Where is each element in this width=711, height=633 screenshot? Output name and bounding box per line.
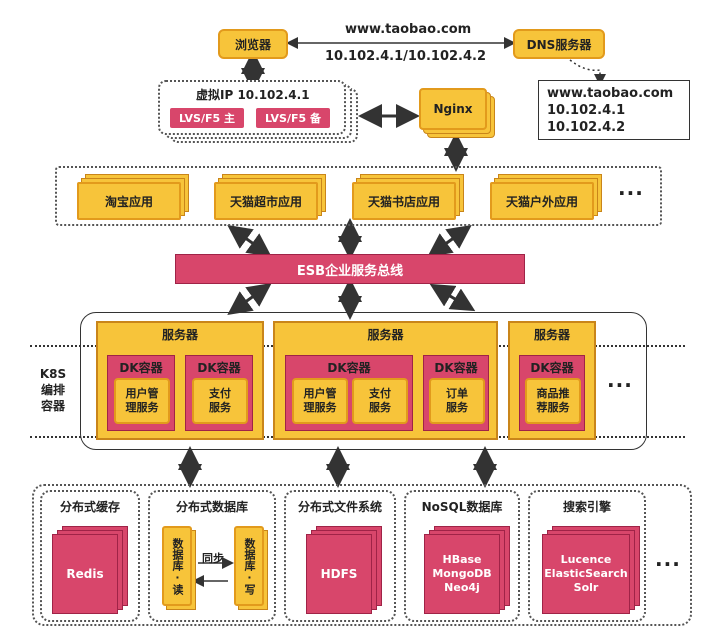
- service-label-line2: 理服务: [303, 401, 337, 414]
- service-label-line1: 用户管: [125, 387, 159, 400]
- server-1-container-2: DK容器 支付 服务: [185, 355, 253, 431]
- container-title: DK容器: [434, 361, 478, 375]
- lucence-label: Lucence: [560, 553, 612, 566]
- k8s-label-line3: 容器: [40, 399, 65, 413]
- service-label-line1: 支付: [369, 387, 391, 400]
- service-label-line1: 订单: [446, 387, 468, 400]
- sync-label: 同步: [202, 552, 224, 565]
- service-label-line1: 商品推: [536, 387, 570, 400]
- service-order: 订单 服务: [429, 378, 485, 424]
- service-label-line2: 服务: [369, 401, 391, 414]
- app-tmall-outdoor: 天猫户外应用: [490, 182, 594, 220]
- search-title: 搜索引擎: [562, 500, 611, 514]
- apps-esb-arrow-right: [427, 224, 472, 258]
- esb-k8s-arrow-right: [429, 283, 476, 312]
- esb-bus: ESB企业服务总线: [175, 254, 525, 284]
- service-payment: 支付 服务: [192, 378, 248, 424]
- lvs-master: LVS/F5 主: [170, 108, 244, 128]
- app-tmall-book-label: 天猫书店应用: [367, 194, 440, 209]
- nosql-node: HBase MongoDB Neo4j: [424, 534, 500, 614]
- container-title: DK容器: [197, 361, 241, 375]
- browser-node: 浏览器: [218, 29, 288, 59]
- neo4j-label: Neo4j: [444, 581, 480, 594]
- container-title: DK容器: [530, 361, 574, 375]
- service-label-line1: 用户管: [303, 387, 337, 400]
- server-2-title: 服务器: [367, 328, 404, 342]
- nosql-title: NoSQL数据库: [421, 500, 503, 514]
- server-3-title: 服务器: [533, 328, 570, 342]
- db-read-node: 数据库·读: [162, 526, 192, 606]
- nosql-group: NoSQL数据库 HBase MongoDB Neo4j: [404, 490, 520, 622]
- server-3: 服务器 DK容器 商品推 荐服务: [508, 321, 596, 440]
- elasticsearch-label: ElasticSearch: [544, 567, 628, 580]
- service-user-mgmt: 用户管 理服务: [292, 378, 348, 424]
- server-2-container-1: DK容器 用户管 理服务 支付 服务: [285, 355, 413, 431]
- storage-ellipsis: ···: [655, 552, 681, 576]
- server-3-container-1: DK容器 商品推 荐服务: [519, 355, 585, 431]
- cache-group: 分布式缓存 Redis: [40, 490, 140, 622]
- hdfs-node: HDFS: [306, 534, 372, 614]
- k8s-label: K8S 编排 容器: [33, 366, 73, 414]
- service-label-line2: 服务: [209, 401, 231, 414]
- search-group: 搜索引擎 Lucence ElasticSearch Solr: [528, 490, 646, 622]
- service-label-line2: 荐服务: [536, 401, 570, 414]
- service-payment: 支付 服务: [352, 378, 408, 424]
- server-1: 服务器 DK容器 用户管 理服务 DK容器 支付 服务: [96, 321, 264, 440]
- apps-esb-arrow-left: [227, 224, 272, 258]
- hbase-label: HBase: [442, 553, 482, 566]
- app-tmall-outdoor-label: 天猫户外应用: [505, 194, 578, 209]
- service-label-line2: 服务: [446, 401, 468, 414]
- storage-outer: [32, 484, 692, 626]
- k8s-label-line2: 编排: [40, 383, 65, 397]
- service-user-mgmt: 用户管 理服务: [114, 378, 170, 424]
- esb-k8s-arrow-left: [227, 282, 272, 316]
- app-taobao: 淘宝应用: [77, 182, 181, 220]
- server-2-container-2: DK容器 订单 服务: [423, 355, 489, 431]
- dns-label: DNS服务器: [526, 37, 592, 52]
- container-title: DK容器: [327, 361, 371, 375]
- app-tmall-market: 天猫超市应用: [214, 182, 318, 220]
- dns-record-domain: www.taobao.com: [547, 86, 674, 101]
- app-tmall-book: 天猫书店应用: [352, 182, 456, 220]
- nginx-label: Nginx: [433, 102, 473, 116]
- dns-record-ip2: 10.102.4.2: [547, 120, 626, 135]
- lvs-backup: LVS/F5 备: [256, 108, 330, 128]
- dns-record-box: www.taobao.com 10.102.4.1 10.102.4.2: [538, 80, 690, 140]
- k8s-frame: [80, 312, 647, 450]
- search-node: Lucence ElasticSearch Solr: [542, 534, 630, 614]
- app-tmall-market-label: 天猫超市应用: [229, 194, 302, 209]
- cache-title: 分布式缓存: [59, 500, 120, 514]
- db-title: 分布式数据库: [175, 500, 248, 514]
- browser-label: 浏览器: [234, 37, 271, 52]
- vip-group: 虚拟IP 10.102.4.1 LVS/F5 主 LVS/F5 备: [158, 80, 346, 135]
- domain-label: www.taobao.com: [345, 22, 472, 37]
- db-write-node: 数据库·写: [234, 526, 264, 606]
- dns-record-ip1: 10.102.4.1: [547, 103, 626, 118]
- server-2: 服务器 DK容器 用户管 理服务 支付 服务 DK容器 订单 服务: [273, 321, 498, 440]
- service-label-line2: 理服务: [125, 401, 159, 414]
- fs-title: 分布式文件系统: [297, 500, 382, 514]
- nginx-node: Nginx: [419, 88, 487, 130]
- service-recommend: 商品推 荐服务: [525, 378, 581, 424]
- container-title: DK容器: [119, 361, 163, 375]
- fs-group: 分布式文件系统 HDFS: [284, 490, 396, 622]
- k8s-ellipsis: ···: [607, 373, 633, 397]
- service-label-line1: 支付: [209, 387, 231, 400]
- app-taobao-label: 淘宝应用: [104, 194, 153, 209]
- db-group: 分布式数据库 数据库·读 同步 数据库·写: [148, 490, 276, 622]
- ip-label: 10.102.4.1/10.102.4.2: [325, 49, 487, 64]
- apps-ellipsis: ···: [618, 181, 644, 205]
- solr-label: Solr: [573, 581, 599, 594]
- k8s-label-line1: K8S: [39, 367, 67, 381]
- mongodb-label: MongoDB: [432, 567, 492, 580]
- server-1-title: 服务器: [161, 328, 198, 342]
- apps-group: [55, 166, 662, 226]
- redis-node: Redis: [52, 534, 118, 614]
- vip-label: 虚拟IP 10.102.4.1: [196, 88, 310, 102]
- dns-server-node: DNS服务器: [513, 29, 605, 59]
- dns-record-connector: [569, 59, 606, 86]
- server-1-container-1: DK容器 用户管 理服务: [107, 355, 175, 431]
